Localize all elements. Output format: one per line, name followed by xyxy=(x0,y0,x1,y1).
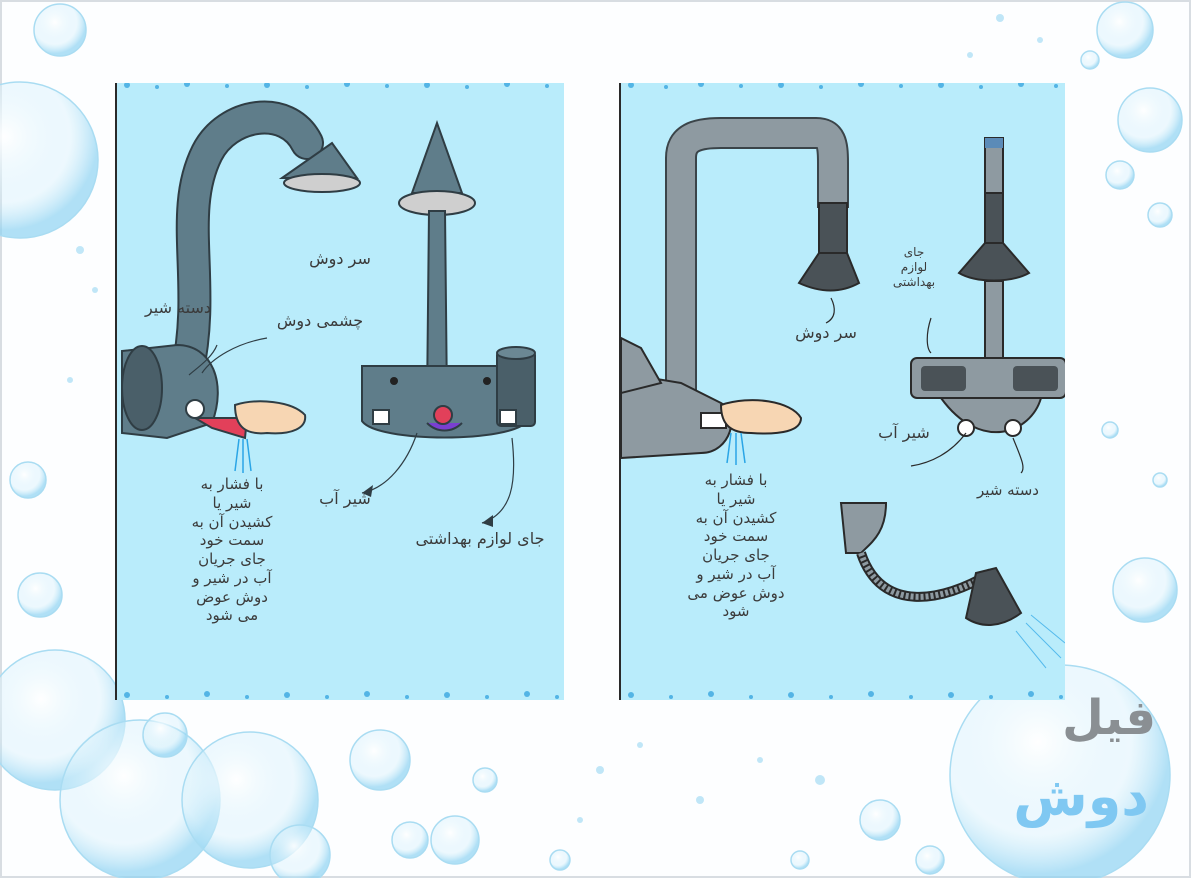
left-diagram-panel: سر دوش دسته شیر چشمی دوش با فشار به شیر … xyxy=(115,83,564,700)
right-label-pressure-note: با فشار به شیر یا کشیدن آن به سمت خود جا… xyxy=(676,471,796,621)
right-label-water-tap: شیر آب xyxy=(869,423,939,443)
left-label-tap-handle: دسته شیر xyxy=(133,298,223,318)
left-label-shower-outlet: چشمی دوش xyxy=(265,311,375,331)
left-label-pressure-note: با فشار به شیر یا کشیدن آن به سمت خود جا… xyxy=(172,475,292,625)
left-label-water-tap: شیر آب xyxy=(310,489,380,509)
right-label-toiletry-holder: جای لوازم بهداشتی xyxy=(879,245,949,290)
logo-line-2: دوش xyxy=(1013,765,1149,828)
left-label-toiletry-holder: جای لوازم بهداشتی xyxy=(400,529,560,549)
logo-line-1: فیل xyxy=(1062,690,1156,746)
right-diagram-panel: سر دوش جای لوازم بهداشتی شیر آب دسته شیر… xyxy=(619,83,1065,700)
right-label-shower-head: سر دوش xyxy=(786,323,866,343)
right-label-tap-handle: دسته شیر xyxy=(968,481,1048,500)
left-label-shower-head: سر دوش xyxy=(300,249,380,269)
